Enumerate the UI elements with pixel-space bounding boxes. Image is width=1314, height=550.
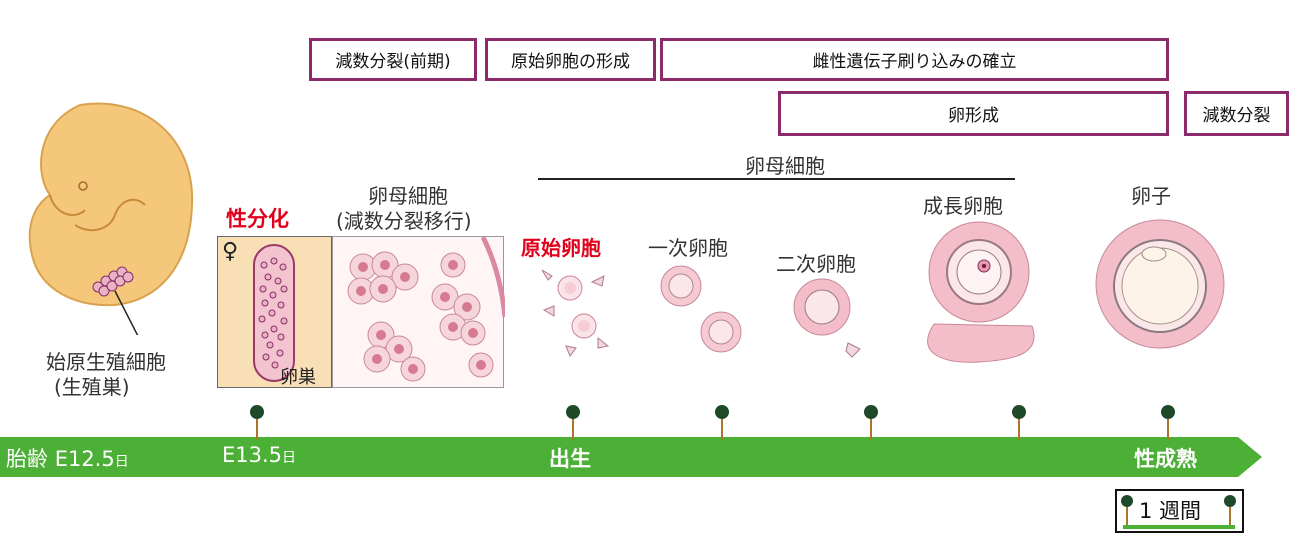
phase-oogenesis: 卵形成 — [778, 91, 1169, 136]
primary-follicle-label: 一次卵胞 — [648, 236, 728, 260]
ovary-panel: ♀ 卵巣 — [217, 236, 332, 388]
pgc-label-line1: 始原生殖細胞 — [46, 350, 166, 374]
ovum-label: 卵子 — [1131, 184, 1171, 208]
oocyte-group-label: 卵母細胞 — [745, 154, 825, 178]
growing-follicle — [927, 221, 1035, 363]
sex-differentiation-label: 性分化 — [226, 207, 289, 231]
age-label: 胎齢 — [6, 447, 48, 471]
primary-follicles — [660, 265, 742, 353]
timeline-e13: E13.5日 — [222, 443, 296, 467]
e13-value: E13.5 — [222, 443, 283, 467]
day-unit: 日 — [282, 450, 297, 466]
phase-imprinting: 雌性遺伝子刷り込みの確立 — [660, 38, 1169, 81]
timeline-arrow — [0, 437, 1262, 477]
gonad-cells — [92, 266, 134, 297]
secondary-follicle — [793, 278, 861, 358]
timeline-birth: 出生 — [549, 447, 591, 471]
timeline-pin — [1161, 405, 1175, 440]
oocyte-tissue-panel — [332, 235, 508, 388]
day-unit: 日 — [114, 454, 129, 470]
growing-follicle-label: 成長卵胞 — [923, 194, 1003, 218]
phase-meiosis-early: 減数分裂(前期) — [309, 38, 477, 81]
primordial-follicles — [541, 269, 610, 358]
female-symbol: ♀ — [222, 239, 239, 264]
scale-legend: 1 週間 — [1115, 489, 1244, 533]
legend-text: 1 週間 — [1139, 499, 1202, 523]
oocyte-group-bracket — [538, 178, 1015, 180]
timeline-pin — [864, 405, 878, 440]
ovary-label: 卵巣 — [280, 367, 316, 388]
primordial-follicle-label: 原始卵胞 — [521, 236, 601, 260]
e12-value: E12.5 — [54, 447, 115, 471]
timeline-pin — [1012, 405, 1026, 440]
ovum-illustration — [1095, 219, 1225, 349]
timeline-pin — [566, 405, 580, 440]
phase-primordial-follicle-formation: 原始卵胞の形成 — [485, 38, 656, 81]
timeline-e12: 胎齢 E12.5日 — [6, 443, 129, 473]
timeline-pin — [715, 405, 729, 440]
phase-meiosis: 減数分裂 — [1184, 91, 1289, 136]
oocyte-label-line1: 卵母細胞 — [368, 184, 448, 208]
embryo-illustration — [28, 102, 194, 335]
oocyte-label-line2: (減数分裂移行) — [336, 209, 472, 233]
pgc-label-line2: (生殖巣) — [54, 375, 130, 399]
secondary-follicle-label: 二次卵胞 — [776, 252, 856, 276]
timeline-pin — [250, 405, 264, 440]
timeline-maturity: 性成熟 — [1134, 447, 1197, 471]
